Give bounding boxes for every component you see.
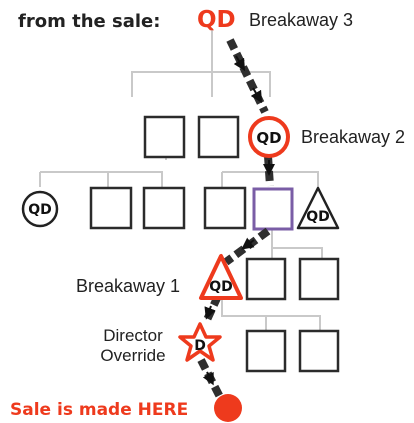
- tree-boxes: [89, 115, 340, 373]
- box: [197, 115, 240, 159]
- header-label: from the sale:: [18, 11, 160, 32]
- box: [245, 329, 287, 373]
- box: [245, 257, 287, 301]
- sale-label: Sale is made HERE: [10, 400, 188, 420]
- director-star-node: D: [178, 322, 222, 362]
- sale-point-dot: [214, 394, 242, 422]
- box: [143, 115, 186, 159]
- box: [142, 186, 186, 230]
- box: [298, 257, 340, 301]
- right-qd-badge: QD: [306, 209, 330, 225]
- left-qd-node: QD: [21, 190, 59, 228]
- breakaway1-node: QD: [199, 254, 243, 300]
- top-qd-badge: QD: [197, 7, 236, 33]
- box: [203, 186, 247, 230]
- breakaway2-node: QD: [248, 116, 290, 158]
- breakaway2-label: Breakaway 2: [301, 127, 405, 147]
- right-qd-triangle-node: QD: [296, 186, 340, 230]
- box: [298, 329, 340, 373]
- breakaway1-label: Breakaway 1: [76, 276, 180, 296]
- box: [89, 186, 133, 230]
- left-qd-badge: QD: [28, 202, 52, 218]
- director-label-line2: Override: [100, 346, 165, 365]
- top-breakaway-label: Breakaway 3: [249, 10, 353, 30]
- highlighted-position: [252, 187, 294, 231]
- tree-connectors: [39, 28, 323, 330]
- breakaway2-badge: QD: [256, 129, 281, 147]
- director-badge: D: [194, 338, 206, 354]
- director-label-line1: Director: [103, 326, 163, 345]
- path-arrows: [202, 55, 275, 386]
- breakaway1-badge: QD: [209, 279, 233, 295]
